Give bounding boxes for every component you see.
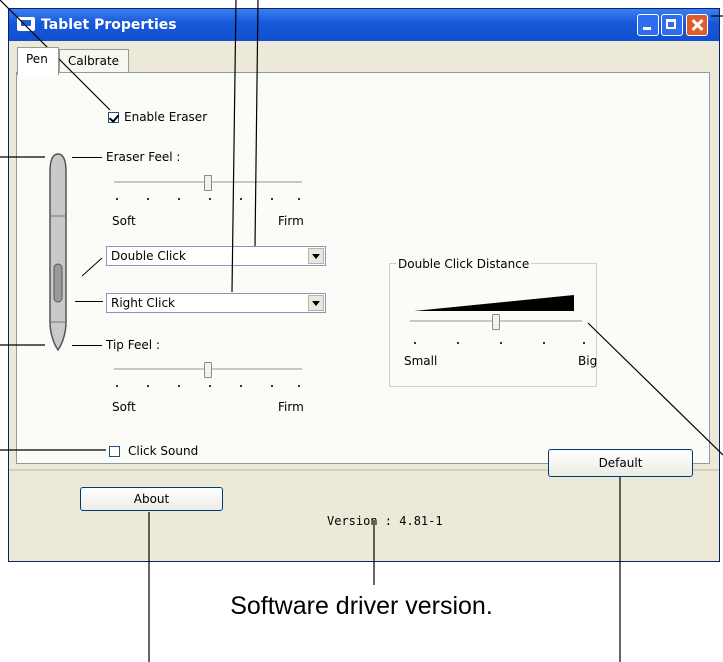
window-title: Tablet Properties: [41, 17, 177, 33]
version-text: Version : 4.81-1: [327, 514, 443, 528]
eraser-feel-max-label: Firm: [278, 214, 304, 228]
tablet-icon: [17, 17, 35, 31]
double-click-distance-max-label: Big: [578, 354, 598, 368]
tip-feel-min-label: Soft: [112, 400, 136, 414]
maximize-button[interactable]: [661, 14, 683, 36]
double-click-distance-min-label: Small: [404, 354, 438, 368]
tip-feel-max-label: Firm: [278, 400, 304, 414]
tab-pen[interactable]: Pen: [17, 47, 59, 75]
default-button[interactable]: Default: [548, 449, 693, 477]
lower-switch-value: Right Click: [111, 296, 176, 310]
click-sound-label: Click Sound: [128, 444, 199, 458]
tip-feel-label: Tip Feel :: [106, 338, 160, 352]
title-bar[interactable]: Tablet Properties: [9, 9, 719, 41]
distance-wedge-graphic: [414, 295, 574, 311]
close-button[interactable]: [686, 14, 708, 36]
upper-switch-connector-line: [82, 257, 103, 277]
enable-eraser-label: Enable Eraser: [124, 110, 208, 124]
double-click-distance-slider-thumb[interactable]: [492, 314, 500, 330]
enable-eraser-checkbox[interactable]: [108, 112, 119, 123]
minimize-button[interactable]: [637, 14, 659, 36]
eraser-feel-slider-thumb[interactable]: [204, 175, 212, 191]
pen-graphic: [49, 153, 67, 352]
lower-switch-connector-line: [75, 301, 103, 302]
tip-feel-slider-thumb[interactable]: [204, 362, 212, 378]
chevron-down-icon[interactable]: [308, 248, 324, 264]
eraser-feel-min-label: Soft: [112, 214, 136, 228]
driver-version-annotation: Software driver version.: [230, 592, 493, 620]
chevron-down-icon[interactable]: [308, 295, 324, 311]
upper-switch-value: Double Click: [111, 249, 186, 263]
about-button[interactable]: About: [80, 487, 223, 511]
lower-switch-dropdown[interactable]: Right Click: [106, 293, 326, 313]
footer-divider: [9, 469, 719, 471]
eraser-connector-line: [72, 157, 102, 158]
eraser-feel-label: Eraser Feel :: [106, 150, 181, 164]
double-click-distance-title: Double Click Distance: [396, 257, 532, 271]
tab-calibrate[interactable]: Calbrate: [59, 49, 129, 73]
tip-connector-line: [72, 345, 102, 346]
upper-switch-dropdown[interactable]: Double Click: [106, 246, 326, 266]
click-sound-checkbox[interactable]: [109, 446, 120, 457]
